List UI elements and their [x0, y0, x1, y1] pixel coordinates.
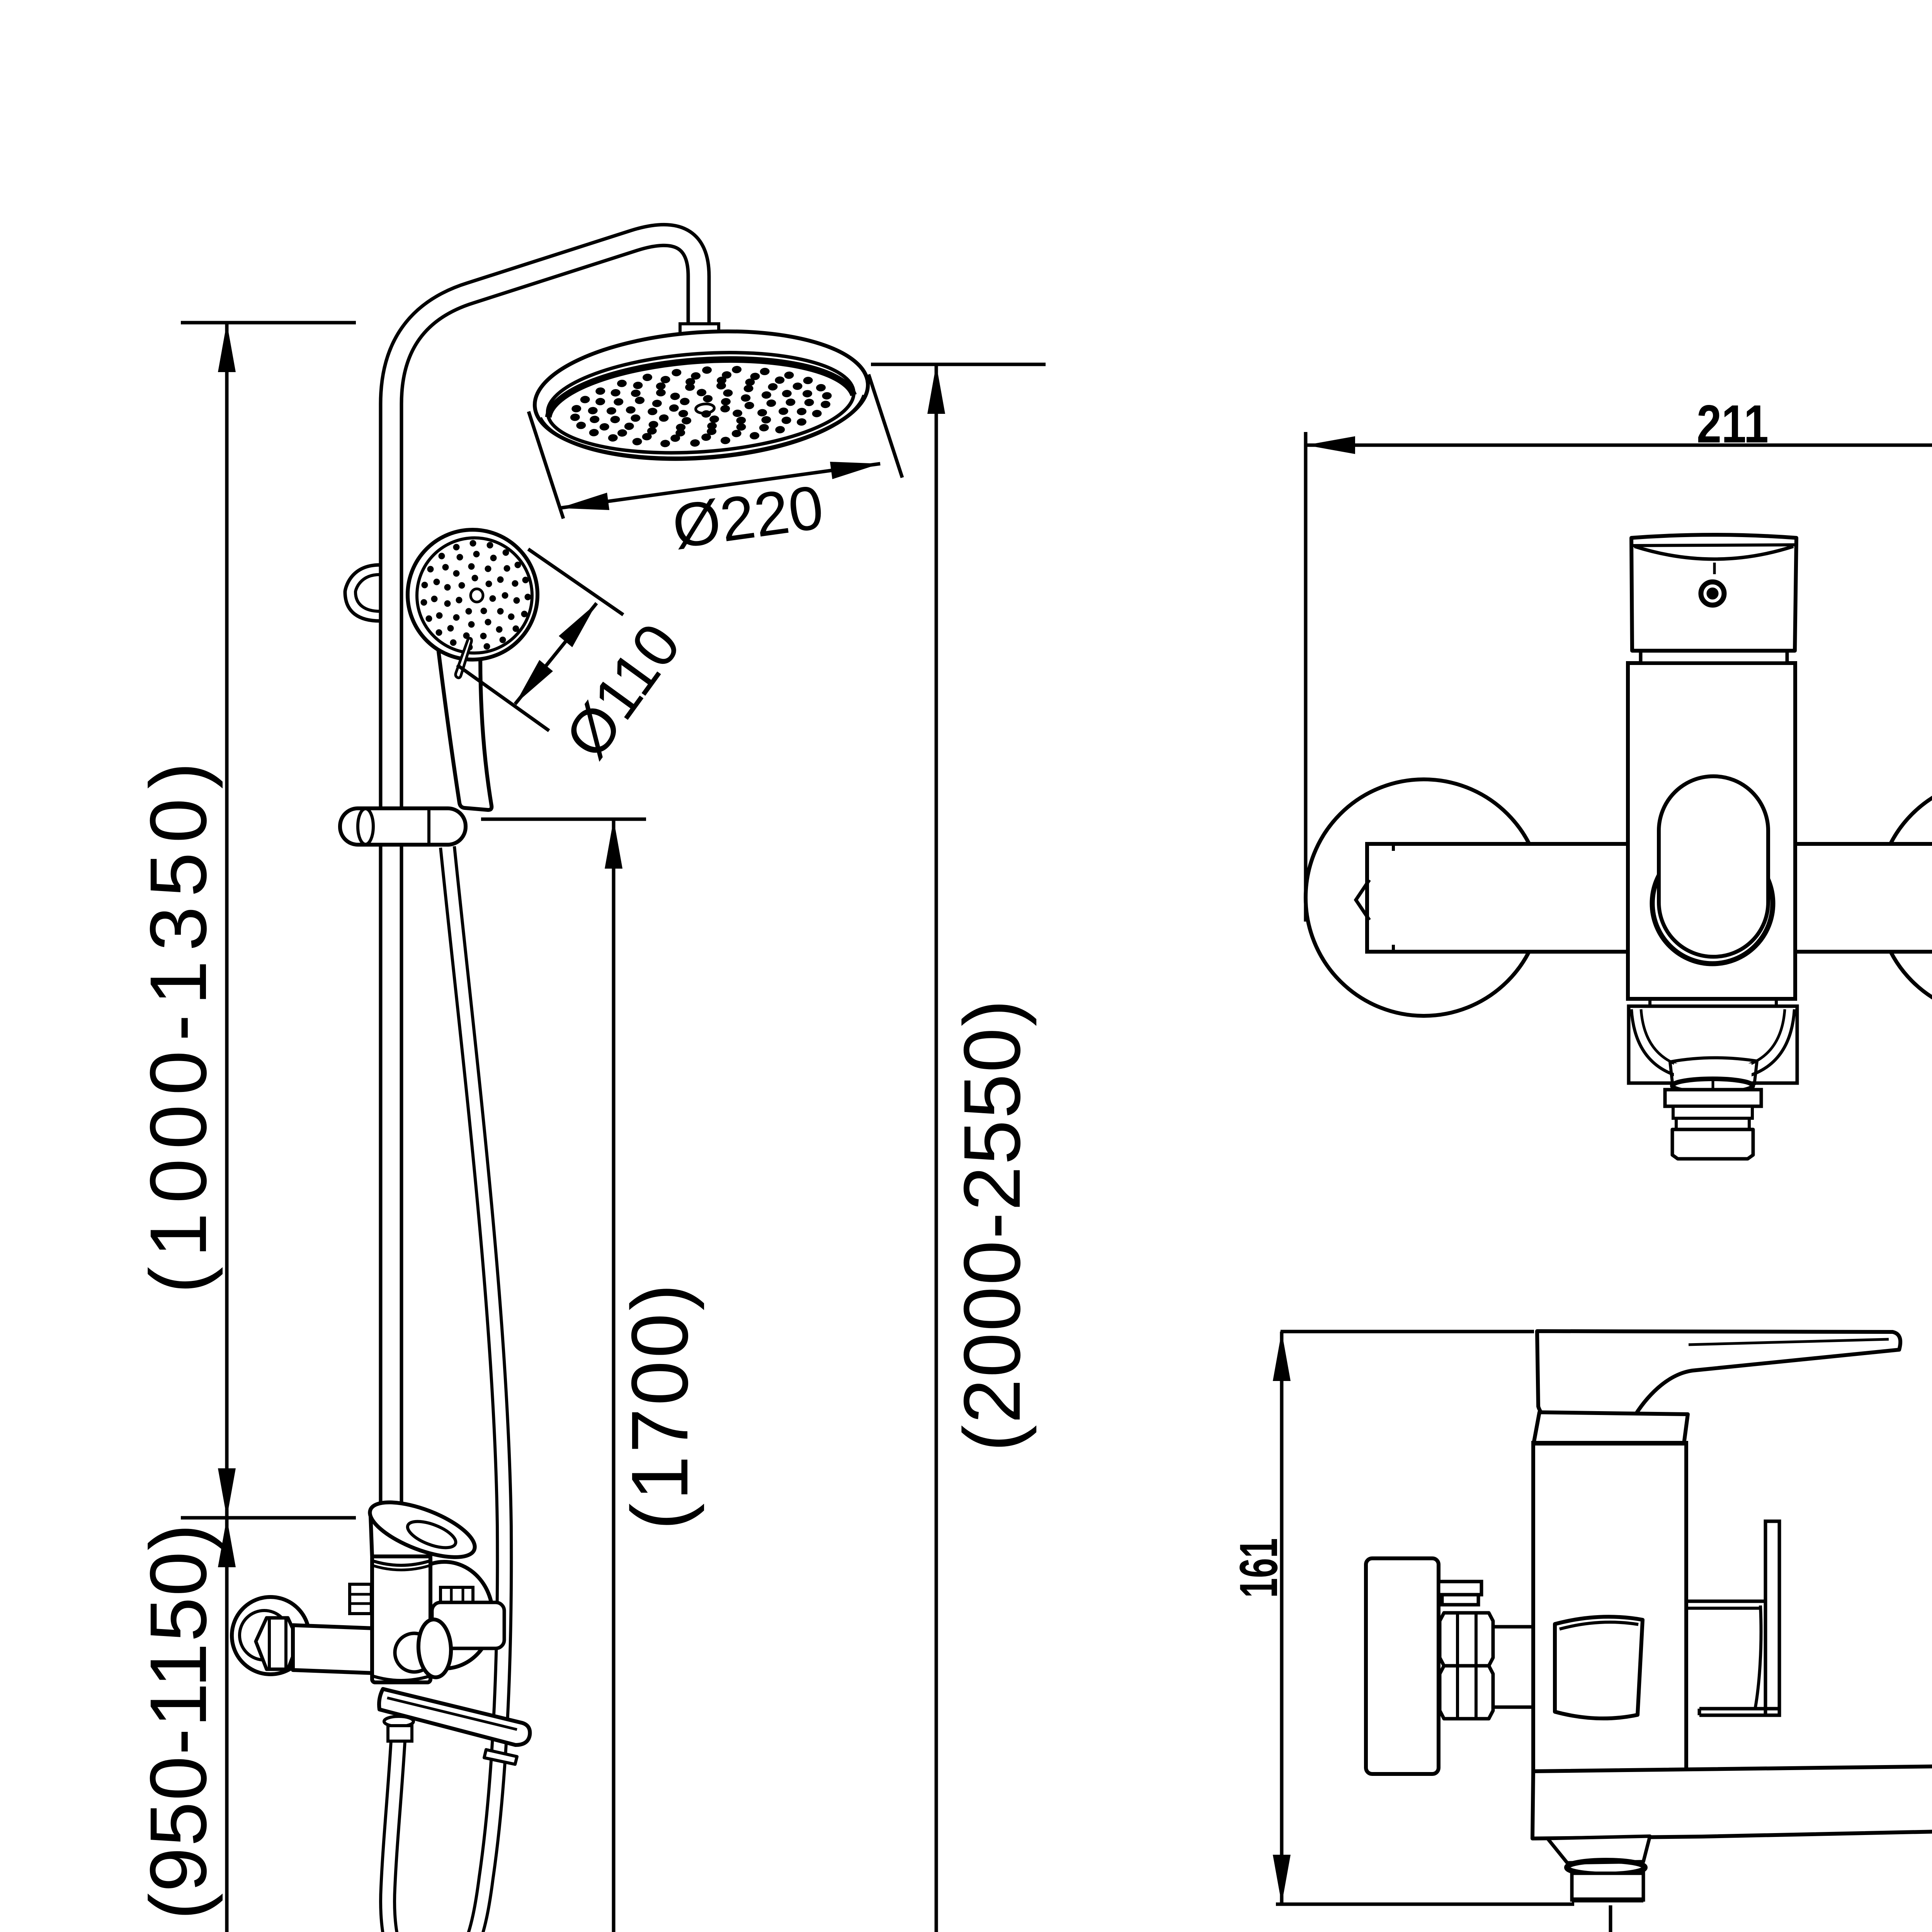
svg-text:(2000-2550): (2000-2550) [947, 1000, 1037, 1452]
svg-text:211: 211 [1697, 394, 1769, 454]
svg-text:161: 161 [1229, 1538, 1289, 1598]
svg-text:(950-1150): (950-1150) [134, 1524, 223, 1920]
svg-text:142: 142 [1864, 1923, 1932, 1932]
svg-text:(1000-1350): (1000-1350) [134, 762, 223, 1294]
